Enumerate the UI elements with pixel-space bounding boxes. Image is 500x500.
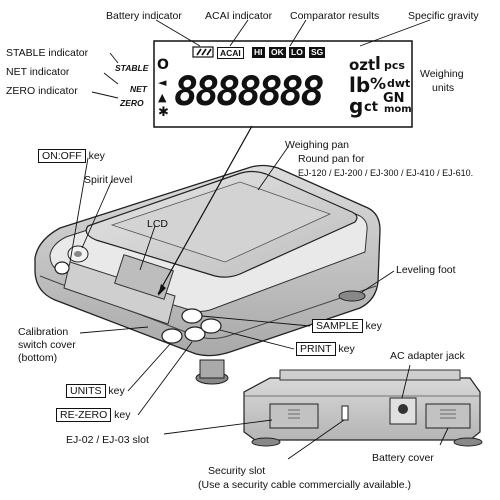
security-slot[interactable] (341, 405, 349, 421)
unit-ct: ct (364, 100, 378, 115)
lcd-window (114, 254, 174, 300)
print-key-suffix: key (338, 343, 355, 355)
acai-indicator-label: ACAI indicator (205, 10, 273, 22)
round-pan-label-line1: Round pan for (298, 153, 365, 165)
ej-slot-label: EJ-02 / EJ-03 slot (66, 434, 149, 446)
stable-mark-label: STABLE (115, 63, 149, 73)
leveling-foot-right[interactable] (338, 290, 366, 302)
unit-ozt: ozt (349, 56, 376, 74)
net-indicator-label: NET indicator (6, 66, 70, 78)
on-off-key-name: ON:OFF (38, 149, 86, 163)
specific-gravity-label: Specific gravity (408, 10, 479, 22)
lcd-pointer-arrow-icon (158, 284, 166, 296)
on-off-key-button[interactable] (54, 261, 70, 275)
re-zero-key-suffix: key (114, 409, 131, 421)
net-symbol-icon: ◄ (158, 76, 167, 89)
security-slot-label-line2: (Use a security cable commercially avail… (198, 479, 411, 491)
battery-cover[interactable] (425, 403, 471, 429)
zero-symbol-icon: ▲ (158, 91, 167, 104)
re-zero-key-callout: RE-ZERO key (56, 408, 131, 422)
re-zero-key-name: RE-ZERO (56, 408, 112, 422)
stable-indicator-label: STABLE indicator (6, 47, 89, 59)
ac-jack-socket-icon (398, 404, 408, 414)
unit-lb: lb (349, 73, 371, 97)
weighing-pan-label: Weighing pan (285, 139, 350, 151)
weighing-units-label-line2: units (432, 82, 455, 94)
leader-lines (69, 19, 449, 460)
unit-percent: % (370, 74, 387, 93)
battery-icon (192, 46, 214, 58)
unit-g: g (349, 94, 364, 118)
units-key-suffix: key (108, 385, 125, 397)
spirit-level (67, 245, 89, 263)
on-off-key-callout: ON:OFF key (38, 149, 105, 163)
sample-key-button[interactable] (181, 308, 203, 324)
unit-gn: GN (383, 91, 405, 106)
unit-pcs: pcs (384, 59, 405, 72)
net-mark-label: NET (130, 84, 147, 94)
print-key-name: PRINT (296, 342, 336, 356)
zero-indicator-label: ZERO indicator (6, 85, 78, 97)
calibration-label-line1: Calibration (18, 326, 69, 338)
on-off-key-suffix: key (88, 150, 105, 162)
lcd-label: LCD (147, 218, 169, 230)
sample-key-suffix: key (365, 320, 382, 332)
lo-indicator: LO (289, 47, 305, 58)
unit-mom: mom (384, 104, 412, 115)
units-key-button[interactable] (161, 328, 183, 344)
leveling-foot-post (199, 359, 225, 379)
round-pan-label-line2: EJ-120 / EJ-200 / EJ-300 / EJ-410 / EJ-6… (298, 168, 474, 178)
spirit-level-label: Spirit level (84, 174, 133, 186)
security-slot-label-line1: Security slot (208, 465, 266, 477)
ej-slot-grip-lines (288, 409, 300, 419)
ok-indicator: OK (269, 47, 286, 58)
stable-symbol-icon: O (157, 57, 169, 73)
rear-foot-right (453, 437, 483, 447)
hi-indicator: HI (252, 47, 265, 58)
weighing-units-label-line1: Weighing (420, 68, 464, 80)
leveling-foot-label: Leveling foot (396, 264, 456, 276)
battery-cover-grip-lines (440, 409, 456, 419)
units-key-callout: UNITS key (66, 384, 125, 398)
ej-slot-cover[interactable] (269, 403, 319, 429)
battery-indicator-label: Battery indicator (106, 10, 182, 22)
units-key-name: UNITS (66, 384, 106, 398)
sg-indicator: SG (309, 47, 326, 58)
rear-foot-left (251, 437, 281, 447)
print-key-callout: PRINT key (296, 342, 355, 356)
sample-key-callout: SAMPLE key (312, 319, 382, 333)
unit-l: l (375, 54, 381, 74)
calibration-label-line3: (bottom) (18, 352, 58, 364)
zero-mark-label: ZERO (120, 98, 144, 108)
lcd-digits: 8888888 (174, 69, 325, 115)
calibration-label-line2: switch cover (18, 339, 76, 351)
unit-dwt: dwt (387, 77, 411, 90)
star-symbol-icon: ✱ (158, 105, 169, 120)
ac-adapter-jack-label: AC adapter jack (390, 350, 465, 362)
lcd-pointer-line (157, 125, 253, 295)
sample-key-name: SAMPLE (312, 319, 363, 333)
re-zero-key-button[interactable] (184, 326, 206, 342)
print-key-button[interactable] (200, 318, 222, 334)
weighing-pan[interactable] (85, 170, 358, 278)
acai-indicator: ACAI (217, 47, 244, 59)
battery-cover-label: Battery cover (372, 452, 434, 464)
comparator-results-label: Comparator results (290, 10, 380, 22)
